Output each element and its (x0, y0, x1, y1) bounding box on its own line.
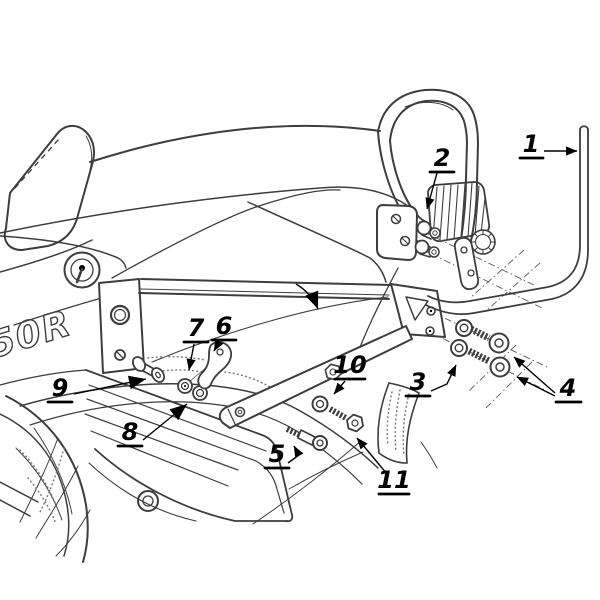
part-label-4: 4 (559, 374, 577, 402)
part-label-10: 10 (333, 351, 366, 379)
plate-screw (114, 349, 126, 361)
part-label-9: 9 (52, 374, 69, 402)
rotation-arrow (295, 283, 319, 310)
leader-4a (513, 356, 556, 394)
leader-9 (73, 375, 147, 395)
side-carrier-tube (425, 125, 589, 316)
lower-body-panel (84, 369, 294, 523)
part-label-8: 8 (122, 418, 139, 446)
leader-3 (430, 364, 457, 392)
part-label-5: 5 (269, 440, 286, 468)
spacer-9 (131, 356, 166, 383)
part-label-11: 11 (377, 466, 410, 494)
carrier-frame (98, 278, 446, 429)
carrier-top-rail (138, 278, 393, 300)
washer-bolt-10 (311, 395, 364, 433)
mounting-plate-assembly (376, 204, 480, 291)
leader-6 (213, 339, 224, 352)
carrier-strut (218, 325, 413, 429)
plate-screw (390, 213, 402, 225)
leader-5 (287, 445, 304, 464)
tail-bodywork (0, 124, 409, 386)
leader-11 (356, 437, 388, 475)
part-label-7: 7 (188, 314, 205, 342)
carrier-front-plate (98, 278, 145, 374)
fastener-hardware (131, 319, 511, 451)
seat (0, 124, 95, 273)
leader-4b (516, 376, 556, 397)
leader-10 (333, 380, 346, 395)
washer-3b (450, 339, 468, 357)
mounting-plate (376, 204, 418, 261)
leader-8 (142, 403, 188, 441)
bolt-5 (285, 426, 328, 451)
leader-2 (425, 172, 438, 210)
model-logo: 50R (0, 303, 77, 367)
part-label-2: 2 (434, 144, 451, 172)
plate-screw (399, 235, 411, 247)
part-label-6: 6 (216, 312, 233, 340)
annotations: 1 2 3 4 5 6 7 8 9 10 11 (46, 130, 583, 496)
mudflap (252, 382, 438, 525)
leader-7 (186, 343, 196, 371)
link-strap (453, 236, 480, 291)
part-label-1: 1 (523, 130, 540, 158)
rear-wheel (0, 395, 91, 563)
spacer-bushing (416, 220, 441, 240)
motorcycle-bodywork: 50R (0, 124, 496, 563)
seat-stitching (14, 138, 60, 189)
spacer-bushing (414, 239, 440, 258)
bolt-4b (467, 347, 511, 378)
washer-3a (455, 319, 473, 337)
part-labels: 1 2 3 4 5 6 7 8 9 10 11 (46, 130, 583, 496)
seat-lock (63, 251, 101, 289)
bolt-4a (469, 325, 510, 354)
part-label-3: 3 (410, 368, 427, 396)
